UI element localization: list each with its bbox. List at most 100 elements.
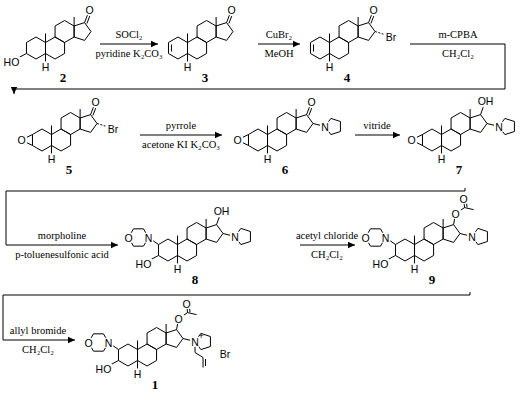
ring-bond: [133, 228, 143, 229]
methyl-line: [188, 313, 197, 315]
atom-label: O: [232, 135, 242, 146]
ring-bond: [370, 246, 380, 247]
ring-d: [74, 23, 91, 41]
reagent-label: acetyl chloride: [296, 231, 358, 242]
reagent-label: SOCl₂: [115, 30, 142, 41]
methyl-line: [206, 219, 207, 228]
allyl-bond: [205, 359, 206, 366]
reagent-label: allyl bromide: [10, 326, 66, 337]
methyl-line: [74, 17, 75, 26]
ring-bond: [201, 347, 211, 350]
ring-d: [358, 23, 375, 41]
methyl-line: [267, 126, 268, 135]
ring-bond: [478, 242, 488, 245]
compound-region: 2: [0, 2, 100, 88]
bond-line: [177, 324, 178, 330]
ring-a: [310, 37, 329, 59]
allyl-bond: [203, 358, 204, 368]
ring-c: [424, 223, 443, 245]
atom-label: O: [458, 193, 468, 204]
reaction-arrow: [100, 44, 158, 45]
bond-line: [416, 135, 423, 138]
ring-a: [248, 129, 267, 151]
hashed-bond: [375, 32, 383, 35]
bond-line: [371, 16, 374, 23]
bond-line: [153, 240, 159, 244]
atom-label: N: [230, 231, 240, 242]
ring-bond: [93, 351, 103, 352]
atom-label: H: [173, 263, 183, 274]
reaction-arrow: [3, 292, 470, 340]
bond-line: [466, 203, 467, 207]
compound-number: 9: [429, 273, 436, 286]
atom-label: N: [144, 232, 154, 243]
ring-d: [443, 225, 460, 243]
ring-c: [147, 328, 166, 350]
ring-d: [206, 225, 223, 243]
ring-bond: [241, 242, 251, 245]
ring-bond: [505, 132, 514, 135]
ring-bond: [487, 232, 488, 242]
bond-line: [460, 234, 467, 236]
atom-label: HO: [95, 363, 113, 374]
compound-number: 6: [282, 163, 289, 176]
compound-number: 8: [192, 273, 199, 286]
atom-label: N: [190, 336, 200, 347]
reagent-label: pyrrole: [166, 121, 196, 132]
bond-line: [309, 108, 312, 115]
compound-region: 7: [400, 94, 526, 188]
atom-label: N: [320, 121, 330, 132]
bond-line: [242, 135, 249, 138]
atom-label: O: [406, 135, 416, 146]
bond-line: [229, 16, 232, 23]
reaction-arrow: [355, 135, 400, 136]
reagent-label: CuBr₂: [266, 30, 292, 41]
methyl-line: [441, 126, 442, 135]
reagent-label: CH₂Cl₂: [311, 250, 343, 261]
bond-line: [307, 107, 310, 114]
bond-line: [183, 339, 190, 341]
bond-line: [313, 124, 320, 126]
ring-c: [277, 113, 296, 135]
methyl-line: [187, 34, 188, 43]
bond-line: [217, 217, 220, 224]
atom-label: O: [368, 4, 378, 15]
compound-region: 3: [158, 2, 258, 88]
atom-label: O: [123, 232, 133, 243]
atom-label: HO: [3, 56, 21, 67]
compound-region: 1: [75, 300, 300, 396]
ring-c: [451, 113, 470, 135]
ring-bond: [93, 333, 103, 334]
bond-line: [223, 234, 230, 236]
atom-label: O: [360, 232, 370, 243]
atom-label: OH: [213, 205, 231, 216]
compound-region: 4: [300, 2, 410, 88]
ring-a: [422, 129, 441, 151]
reagent-label: pyridine K₂CO₃: [95, 49, 162, 60]
allyl-bond: [195, 347, 196, 353]
ring-d: [296, 115, 313, 133]
atom-label: O: [90, 96, 100, 107]
methyl-line: [465, 208, 474, 210]
atom-label: HO: [372, 258, 390, 269]
bond-line: [189, 308, 190, 312]
bond-line: [481, 107, 484, 114]
reaction-arrow: [140, 135, 222, 136]
atom-label: Br: [107, 123, 120, 134]
ring-a: [32, 129, 51, 151]
ring-bond: [210, 337, 211, 347]
ring-d: [216, 23, 233, 41]
ring-a: [395, 239, 414, 261]
reagent-label: vitride: [363, 121, 390, 132]
reagent-label: CH₂Cl₂: [442, 49, 474, 60]
ring-d: [166, 330, 183, 348]
ring-bond: [505, 118, 514, 121]
ring-d: [80, 115, 97, 133]
hashed-bond: [97, 124, 105, 127]
methyl-line: [45, 34, 46, 43]
bond-line: [242, 142, 249, 145]
reaction-arrow: [6, 188, 465, 245]
ring-a: [118, 344, 137, 366]
methyl-line: [51, 126, 52, 135]
